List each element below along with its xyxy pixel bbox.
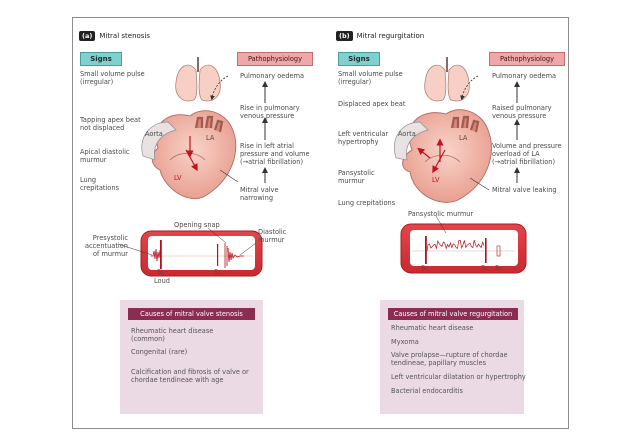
cause-a-1: Rheumatic heart disease(common) <box>131 327 213 343</box>
phonocardiogram-a <box>118 228 262 276</box>
s3-label-b: S₃ <box>495 264 502 272</box>
cause-b-4: Left ventricular dilatation or hypertrop… <box>391 373 526 381</box>
heart-b-la-label: LA <box>459 134 467 142</box>
causes-box-a: Causes of mitral valve stenosis Rheumati… <box>120 300 263 414</box>
pathophysiology-tag-a: Pathophysiology <box>237 52 313 66</box>
patho-oedema-b: Pulmonary oedema <box>492 72 556 80</box>
heart-a-aorta-label: Aorta <box>145 130 163 138</box>
panel-a-letter: (a) <box>79 31 95 41</box>
signs-tag-a: Signs <box>80 52 122 66</box>
signs-tag-b: Signs <box>338 52 380 66</box>
causes-box-b: Causes of mitral valve regurgitation Rhe… <box>380 300 524 414</box>
s1-label-a: S₁ <box>157 268 164 276</box>
lungs-a-icon <box>176 57 221 101</box>
pathophysiology-tag-b: Pathophysiology <box>489 52 565 66</box>
sign-pulse-a: Small volume pulse(irregular) <box>80 70 145 86</box>
heart-a-icon <box>142 111 236 199</box>
heart-a-la-label: LA <box>206 134 214 142</box>
pansystolic-murmur-label: Pansystolic murmur <box>408 210 473 218</box>
panel-b-title: (b)Mitral regurgitation <box>336 31 424 41</box>
s2-label-b: S₂ <box>481 264 488 272</box>
s1-loud-label: Loud <box>154 277 170 285</box>
patho-oedema-a: Pulmonary oedema <box>240 72 304 80</box>
heart-a-lv-label: LV <box>174 174 181 182</box>
cause-b-1: Rheumatic heart disease <box>391 324 473 332</box>
phonocardiogram-b <box>401 216 526 273</box>
panel-a-title: (a)Mitral stenosis <box>79 31 150 41</box>
sign-pulse-b: Small volume pulse(irregular) <box>338 70 403 86</box>
sign-apex-b: Displaced apex beat <box>338 100 405 108</box>
heart-b-icon <box>394 110 491 203</box>
heart-b-aorta-label: Aorta <box>398 130 416 138</box>
causes-title-a: Causes of mitral valve stenosis <box>128 308 255 320</box>
sign-lung-b: Lung crepitations <box>338 199 395 207</box>
patho-leak-b: Mitral valve leaking <box>492 186 557 194</box>
s2-label-a: S₂ <box>214 268 221 276</box>
lungs-b-icon <box>425 57 470 101</box>
panel-b-letter: (b) <box>336 31 353 41</box>
cause-a-2: Congenital (rare) <box>131 348 187 356</box>
causes-title-b: Causes of mitral valve regurgitation <box>388 308 518 320</box>
s1-label-b: S₁ <box>421 264 428 272</box>
opening-snap-label: Opening snap <box>174 221 220 229</box>
cause-b-5: Bacterial endocarditis <box>391 387 463 395</box>
cause-b-2: Myxoma <box>391 338 419 346</box>
heart-b-lv-label: LV <box>432 176 439 184</box>
